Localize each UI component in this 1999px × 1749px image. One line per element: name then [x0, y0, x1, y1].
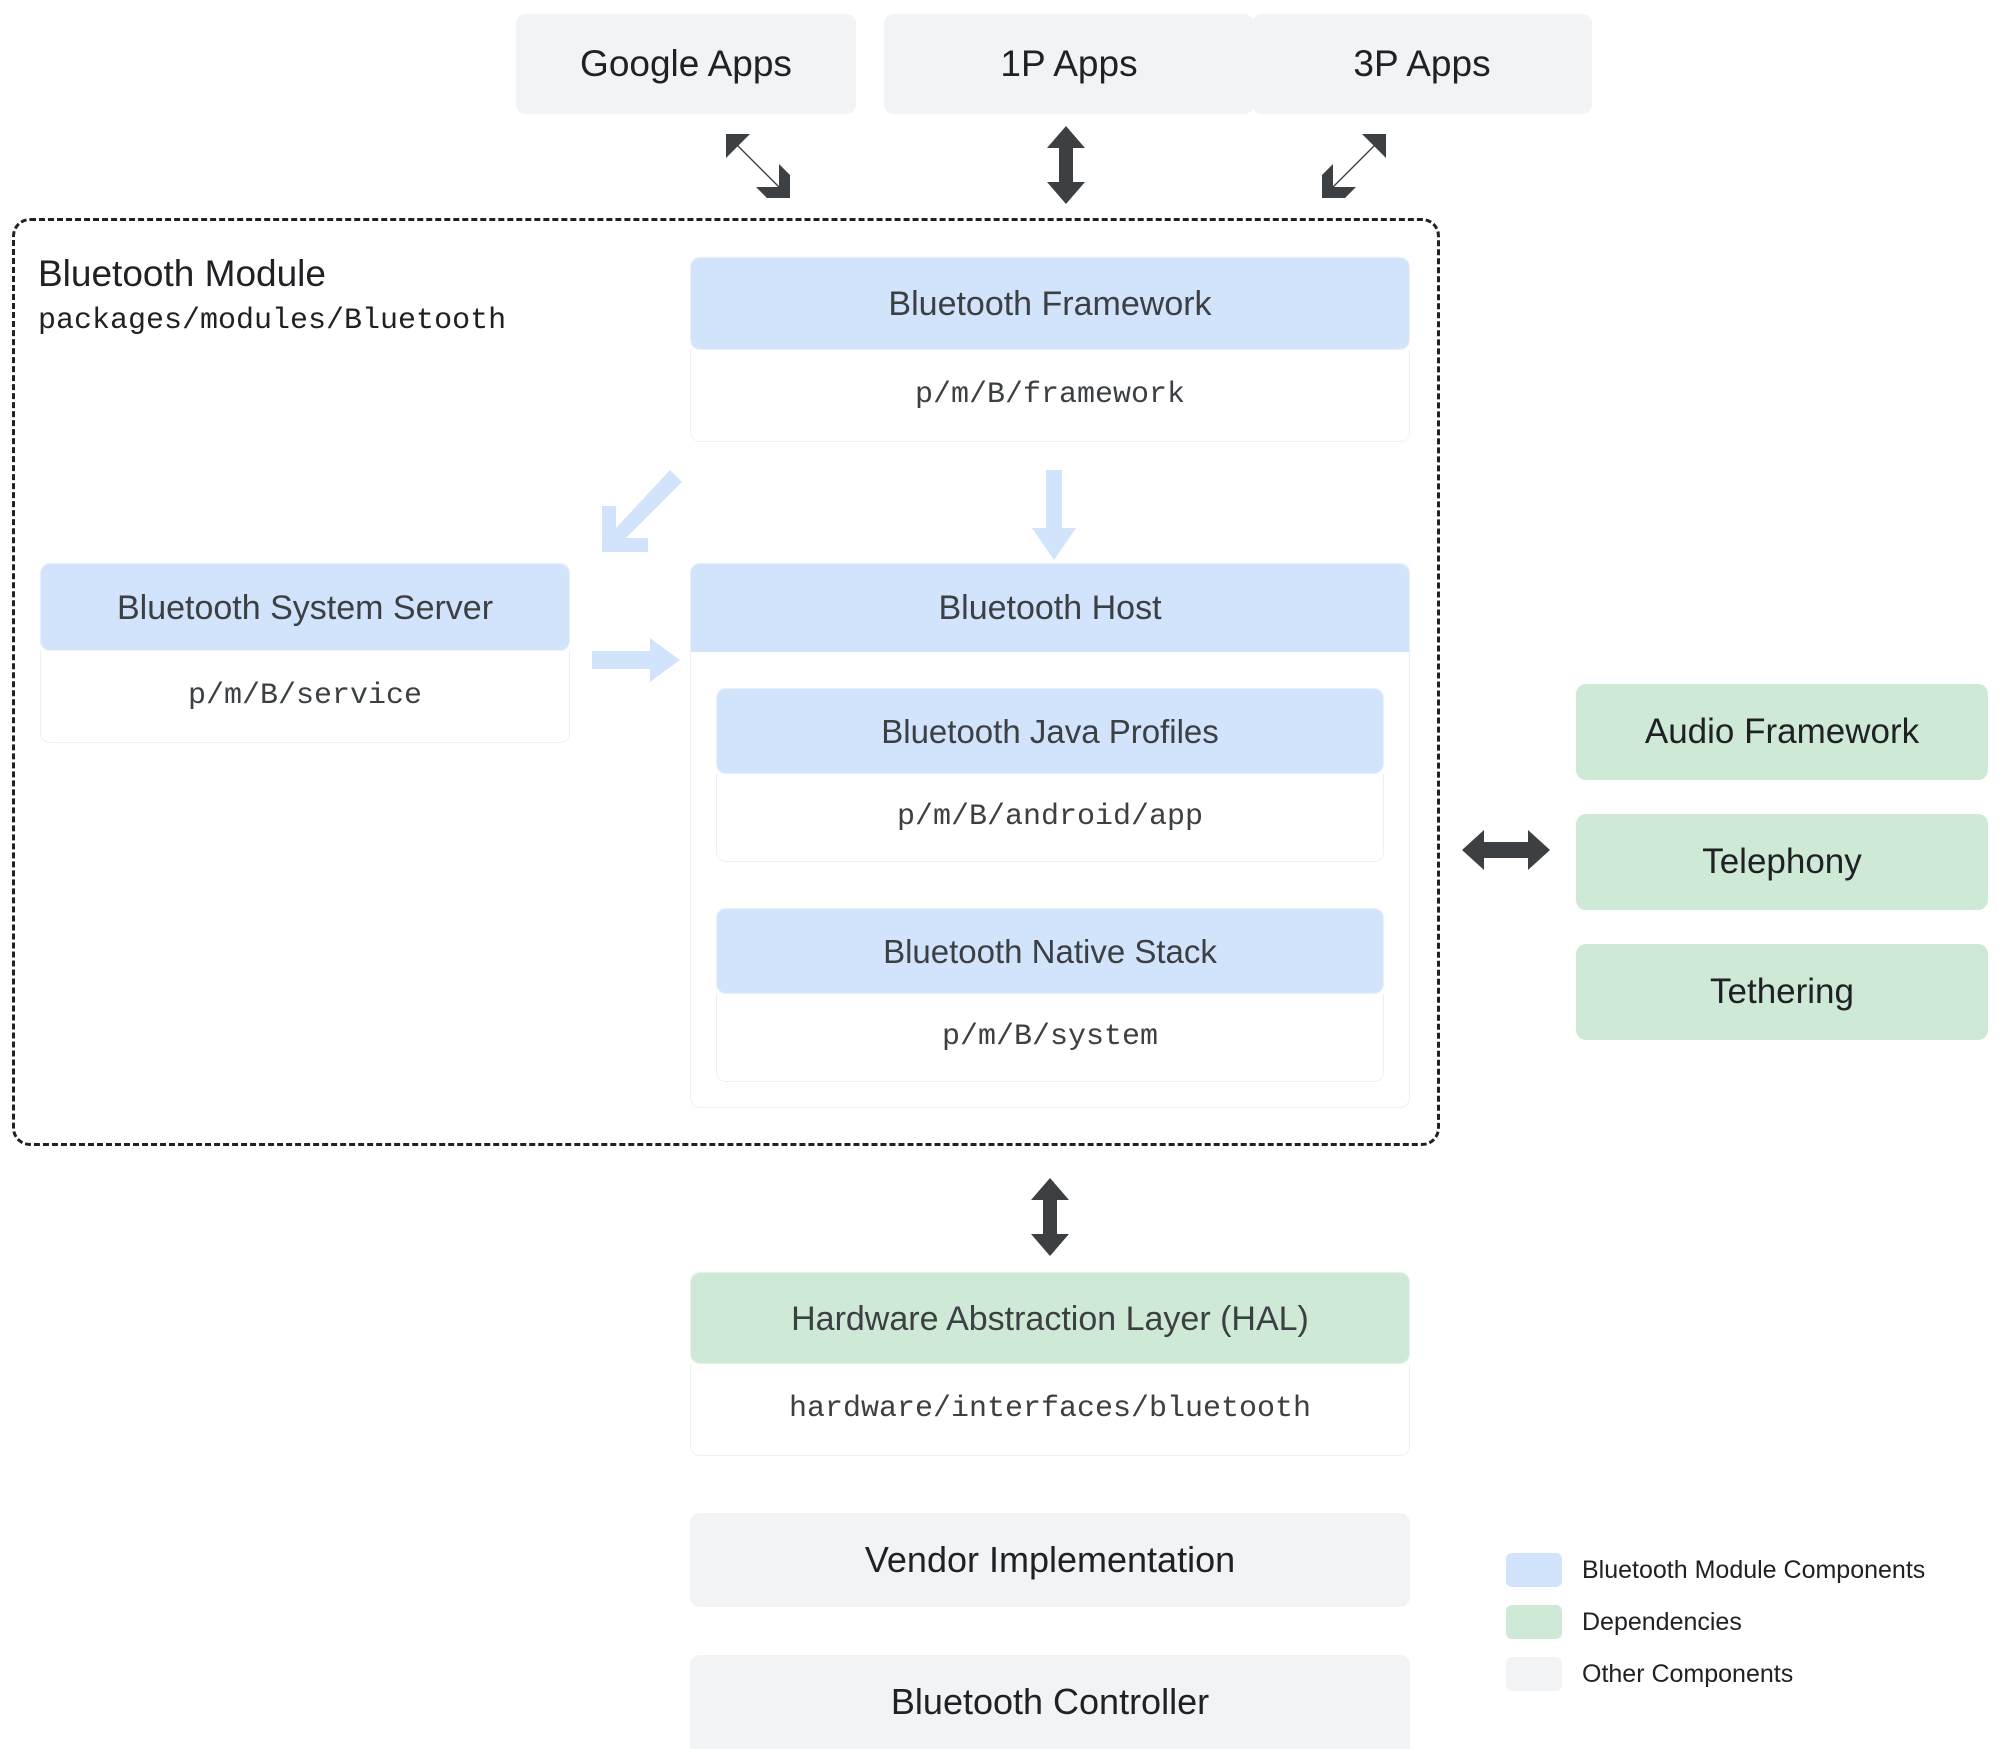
dependency-label: Tethering	[1710, 972, 1854, 1011]
arrow-framework-to-host-icon	[1032, 470, 1076, 560]
card-header: Hardware Abstraction Layer (HAL)	[691, 1273, 1409, 1363]
app-box-label: 1P Apps	[1000, 42, 1138, 84]
legend-label: Dependencies	[1582, 1607, 1742, 1636]
app-box-1p-apps[interactable]: 1P Apps	[884, 14, 1254, 114]
legend-item-bluetooth-module-components: Bluetooth Module Components	[1506, 1548, 1986, 1592]
card-title: Bluetooth System Server	[116, 588, 494, 627]
app-box-google-apps[interactable]: Google Apps	[516, 14, 856, 114]
legend-swatch-gray	[1506, 1657, 1562, 1691]
legend-item-other-components: Other Components	[1506, 1652, 1986, 1696]
arrow-1p-apps-to-module-icon	[1047, 126, 1085, 204]
box-label: Bluetooth Controller	[890, 1681, 1210, 1723]
card-bluetooth-framework-path[interactable]: p/m/B/framework	[690, 350, 1410, 442]
card-bluetooth-framework[interactable]: Bluetooth Framework	[690, 257, 1410, 350]
bluetooth-module-path: packages/modules/Bluetooth	[38, 304, 507, 338]
box-vendor-implementation[interactable]: Vendor Implementation	[690, 1513, 1410, 1607]
arrow-3p-apps-to-module-icon	[1322, 134, 1386, 198]
legend-item-dependencies: Dependencies	[1506, 1600, 1986, 1644]
card-header: Bluetooth System Server	[41, 564, 569, 650]
card-title: Bluetooth Framework	[888, 285, 1212, 323]
card-path-label: p/m/B/system	[941, 1020, 1159, 1054]
arrow-host-to-dependencies-icon	[1462, 830, 1550, 870]
card-path-label: p/m/B/framework	[914, 378, 1186, 412]
card-bluetooth-system-server[interactable]: Bluetooth System Server	[40, 563, 570, 651]
card-bluetooth-native-stack-path[interactable]: p/m/B/system	[716, 994, 1384, 1082]
card-title: Bluetooth Host	[938, 588, 1162, 627]
arrow-google-apps-to-module-icon	[726, 134, 790, 198]
app-box-label: Google Apps	[580, 42, 792, 84]
card-path: p/m/B/service	[41, 651, 569, 741]
card-path-label: hardware/interfaces/bluetooth	[788, 1392, 1312, 1426]
dependency-label: Audio Framework	[1644, 712, 1920, 751]
app-box-label: 3P Apps	[1353, 42, 1491, 84]
card-path: p/m/B/framework	[691, 350, 1409, 440]
dependency-label: Telephony	[1702, 842, 1862, 881]
dependency-box-tethering[interactable]: Tethering	[1576, 944, 1988, 1040]
card-path: p/m/B/android/app	[717, 774, 1383, 860]
box-bluetooth-controller[interactable]: Bluetooth Controller	[690, 1655, 1410, 1749]
card-bluetooth-java-profiles-path[interactable]: p/m/B/android/app	[716, 774, 1384, 862]
app-box-3p-apps[interactable]: 3P Apps	[1252, 14, 1592, 114]
legend-label: Bluetooth Module Components	[1582, 1555, 1926, 1584]
box-label: Vendor Implementation	[864, 1539, 1236, 1581]
legend-swatch-blue	[1506, 1553, 1562, 1587]
dependency-box-telephony[interactable]: Telephony	[1576, 814, 1988, 910]
legend-swatch-green	[1506, 1605, 1562, 1639]
card-path-label: p/m/B/android/app	[896, 800, 1204, 834]
card-title: Bluetooth Native Stack	[883, 933, 1217, 970]
card-bluetooth-system-server-path[interactable]: p/m/B/service	[40, 651, 570, 743]
card-hardware-abstraction-layer[interactable]: Hardware Abstraction Layer (HAL)	[690, 1272, 1410, 1364]
card-header: Bluetooth Host	[691, 564, 1409, 652]
card-bluetooth-java-profiles[interactable]: Bluetooth Java Profiles	[716, 688, 1384, 774]
bluetooth-module-container	[12, 218, 1440, 1146]
card-bluetooth-native-stack[interactable]: Bluetooth Native Stack	[716, 908, 1384, 994]
dependency-box-audio-framework[interactable]: Audio Framework	[1576, 684, 1988, 780]
card-header: Bluetooth Native Stack	[717, 909, 1383, 993]
card-hardware-abstraction-layer-path[interactable]: hardware/interfaces/bluetooth	[690, 1364, 1410, 1456]
card-header: Bluetooth Framework	[691, 258, 1409, 349]
legend-label: Other Components	[1582, 1659, 1794, 1688]
card-title: Bluetooth Java Profiles	[881, 713, 1219, 750]
card-path: p/m/B/system	[717, 994, 1383, 1080]
card-path-label: p/m/B/service	[187, 679, 423, 713]
arrow-framework-to-system-server-icon	[602, 470, 682, 552]
card-header: Bluetooth Java Profiles	[717, 689, 1383, 773]
arrow-system-server-to-host-icon	[592, 638, 680, 682]
card-title: Hardware Abstraction Layer (HAL)	[791, 1299, 1309, 1338]
card-path: hardware/interfaces/bluetooth	[691, 1364, 1409, 1454]
legend: Bluetooth Module Components Dependencies…	[1506, 1548, 1986, 1704]
bluetooth-module-title: Bluetooth Module	[38, 253, 326, 294]
arrow-module-to-hal-icon	[1031, 1178, 1069, 1256]
